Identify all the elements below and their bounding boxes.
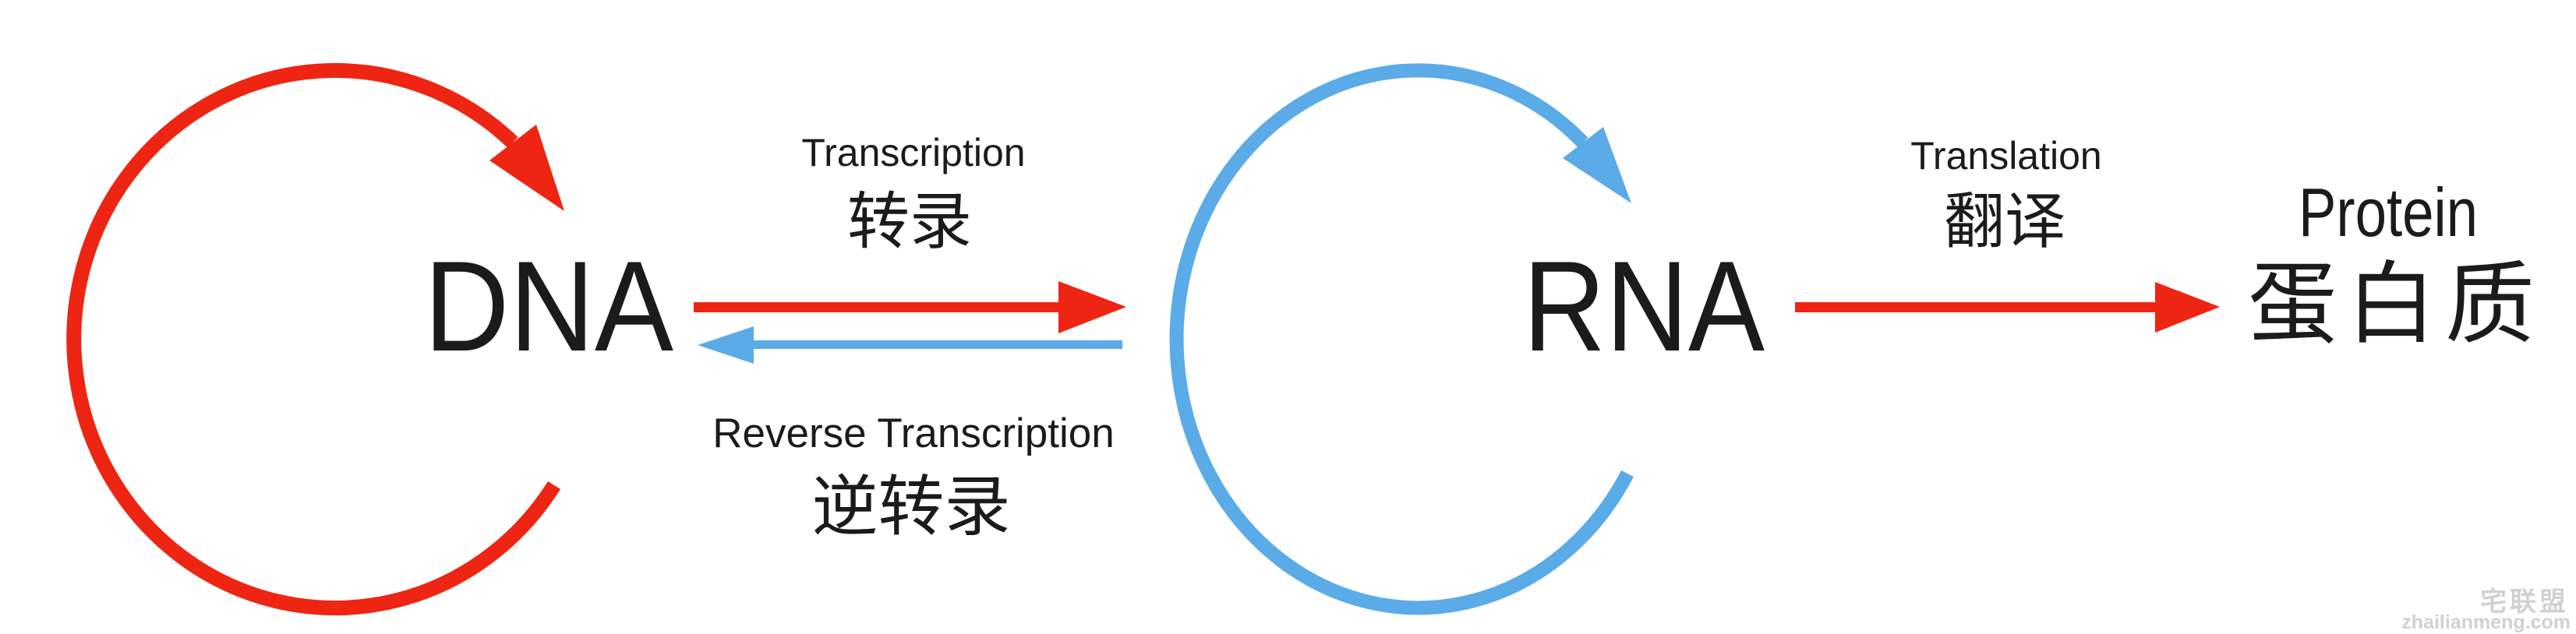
watermark: 宅联盟 zhailianmeng.com (2401, 586, 2571, 633)
reverse-transcription-arrowhead-icon (698, 326, 754, 364)
translation-arrowhead-icon (2155, 282, 2220, 333)
rna-cycle-arc (1169, 63, 1634, 615)
transcription-arrowhead-icon (1058, 281, 1126, 333)
rna-label: RNA (1523, 234, 1765, 378)
reverse-transcription-arrow (698, 326, 1122, 364)
translation-label-zh: 翻译 (1944, 187, 2065, 255)
transcription-arrow-shaft (694, 302, 1060, 312)
transcription-arrow (694, 281, 1126, 333)
rna-cycle-arrowhead-icon (1563, 127, 1631, 203)
translation-arrow-shaft (1795, 302, 2157, 312)
dna-cycle-arrowhead-icon (489, 125, 564, 211)
reverse-transcription-label-zh: 逆转录 (811, 470, 1010, 544)
transcription-label-en: Transcription (801, 131, 1025, 174)
reverse-transcription-label-en: Reverse Transcription (712, 410, 1114, 456)
watermark-line2: zhailianmeng.com (2401, 611, 2571, 633)
translation-label-en: Translation (1910, 134, 2101, 178)
transcription-label-zh: 转录 (847, 187, 972, 256)
protein-label-en: Protein (2299, 174, 2478, 251)
protein-label-zh: 蛋白质 (2248, 255, 2535, 354)
dna-cycle-arrow (66, 63, 564, 616)
dna-cycle-arc (66, 63, 561, 616)
reverse-transcription-arrow-shaft (753, 340, 1122, 349)
dna-label: DNA (424, 234, 673, 378)
watermark-line1: 宅联盟 (2480, 586, 2569, 617)
rna-cycle-arrow (1169, 63, 1634, 615)
translation-arrow (1795, 282, 2220, 333)
